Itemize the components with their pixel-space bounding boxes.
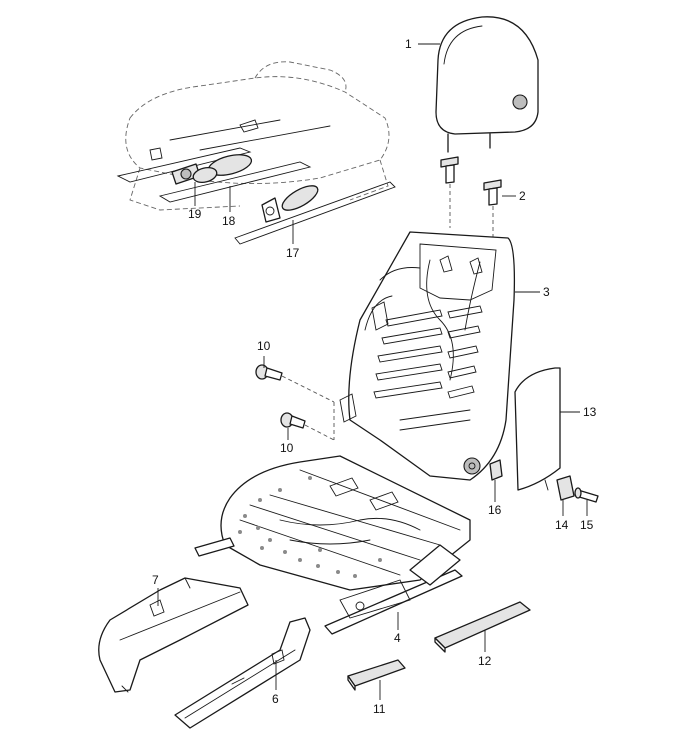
- callout-16: 16: [488, 503, 502, 517]
- trim-strip-12: [434, 601, 531, 653]
- head-restraint: [435, 16, 539, 153]
- cushion-holes: [238, 476, 382, 578]
- callout-10-upper: 10: [257, 339, 271, 353]
- callout-labels: 1 2 3 4 6 7 10 10 11 12 13 14 15 16 17 1…: [152, 37, 597, 716]
- callout-14: 14: [555, 518, 569, 532]
- callout-13: 13: [583, 405, 597, 419]
- seat-rail: [194, 537, 463, 635]
- callout-1: 1: [405, 37, 412, 51]
- side-panel-13: [514, 367, 561, 491]
- guide-sleeve-left: [440, 156, 459, 184]
- callout-15: 15: [580, 518, 594, 532]
- callout-4: 4: [394, 631, 401, 645]
- clip-16: [489, 459, 503, 481]
- trim-cover-11: [347, 659, 406, 691]
- clip-14: [556, 475, 575, 501]
- trim-cover-6: [174, 617, 311, 729]
- motor-17: [261, 185, 319, 223]
- bolt-10-lower: [280, 412, 306, 429]
- bolt-10-upper: [255, 364, 283, 381]
- trim-cover-7: [98, 577, 249, 693]
- callout-6: 6: [272, 692, 279, 706]
- callout-11: 11: [373, 702, 386, 716]
- guide-sleeve-right: [483, 179, 502, 206]
- callout-19: 19: [188, 207, 202, 221]
- callout-12: 12: [478, 654, 492, 668]
- callout-17: 17: [286, 246, 300, 260]
- callout-10-lower: 10: [280, 441, 294, 455]
- seat-cushion-frame: [220, 455, 471, 591]
- seat-frame-inset: [116, 61, 396, 245]
- callout-18: 18: [222, 214, 236, 228]
- screw-15: [574, 487, 599, 503]
- callout-2: 2: [519, 189, 526, 203]
- motor-19: [171, 163, 201, 185]
- leader-lines: [157, 43, 588, 700]
- backrest-frame: [339, 231, 516, 481]
- callout-3: 3: [543, 285, 550, 299]
- callout-7: 7: [152, 573, 159, 587]
- motor-18: [192, 154, 253, 184]
